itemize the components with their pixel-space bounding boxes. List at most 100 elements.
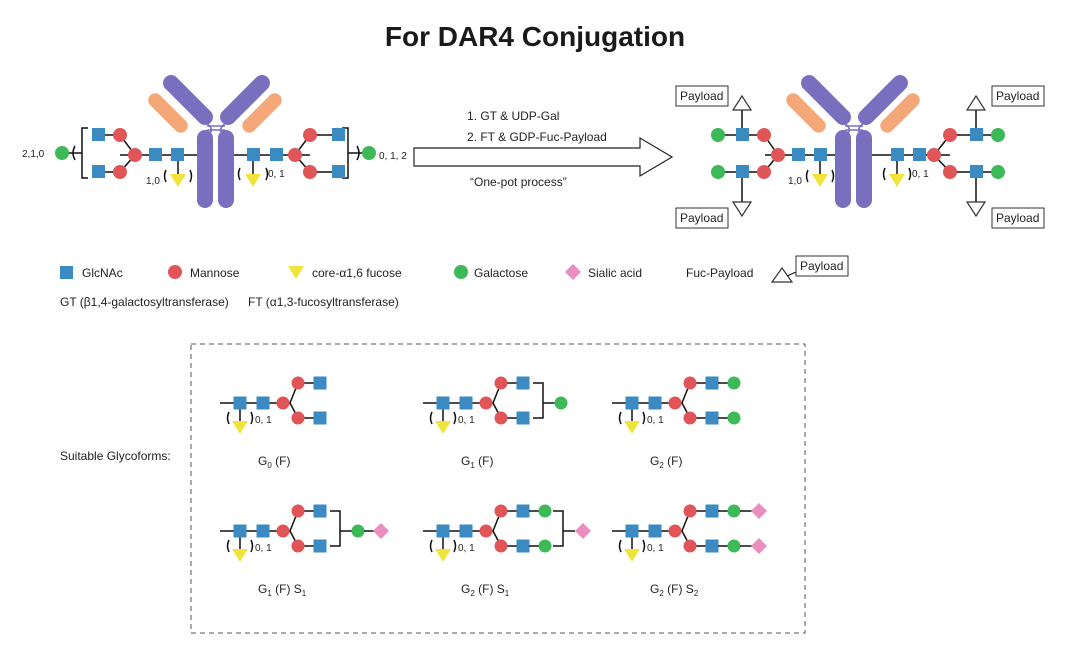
glcnac-icon xyxy=(970,165,983,178)
glycoform-structure: 0, 1G2 (F) S1 xyxy=(423,504,591,598)
glcnac-icon xyxy=(736,128,749,141)
payload-triangle-icon xyxy=(731,201,753,218)
glcnac-icon xyxy=(270,148,283,161)
glycoform-structure: 0, 1G0 (F) xyxy=(220,376,327,470)
galactose-icon xyxy=(538,504,552,518)
mannose-icon xyxy=(683,504,697,518)
glycoform-structure: 0, 1G2 (F) S2 xyxy=(612,503,767,598)
core-fucose-icon xyxy=(232,549,248,562)
glcnac-icon xyxy=(313,504,327,518)
glcnac-icon xyxy=(459,524,473,538)
glcnac-icon xyxy=(436,396,450,410)
payload-label: Payload xyxy=(680,211,723,225)
glycoforms-grid: 0, 1G0 (F)0, 1G1 (F)0, 1G2 (F)0, 1G1 (F)… xyxy=(220,376,767,598)
legend-sialic: Sialic acid xyxy=(588,266,642,280)
core-fucose-icon xyxy=(170,174,186,187)
fucose-count-label: 0, 1 xyxy=(255,543,272,554)
mannose-icon xyxy=(276,524,290,538)
glcnac-icon xyxy=(171,148,184,161)
glcnac-icon xyxy=(233,396,247,410)
glcnac-icon xyxy=(792,148,805,161)
bracket xyxy=(618,539,622,553)
glcnac-icon xyxy=(516,539,530,553)
page-title: For DAR4 Conjugation xyxy=(385,21,685,52)
payload-box xyxy=(675,85,729,107)
legend-glcnac: GlcNAc xyxy=(82,266,123,280)
light-chain-right xyxy=(880,93,920,133)
glcnac-icon xyxy=(705,504,719,518)
reaction-note: “One-pot process” xyxy=(470,175,567,189)
glycoform-structure: 0, 1G2 (F) xyxy=(612,376,741,470)
glcnac-icon xyxy=(736,165,749,178)
glcnac-icon xyxy=(814,148,827,161)
payload-label: Payload xyxy=(680,89,723,103)
glycoform-label: G2 (F) S1 xyxy=(461,582,510,598)
galactose-icon xyxy=(727,376,741,390)
mannose-icon xyxy=(128,148,142,162)
mannose-icon xyxy=(494,411,508,425)
mannose-icon xyxy=(494,539,508,553)
mannose-icon xyxy=(276,396,290,410)
bracket xyxy=(533,382,544,419)
glcnac-icon xyxy=(913,148,926,161)
mannose-icon xyxy=(771,148,785,162)
fc-chain-right xyxy=(218,130,234,208)
core-fucose-icon xyxy=(245,174,261,187)
glycoform-label: G1 (F) xyxy=(461,454,493,470)
fucose-legend-icon xyxy=(288,266,304,279)
left-gal-count: 2,1,0 xyxy=(22,149,45,160)
glcnac-icon xyxy=(516,411,530,425)
sialic-acid-icon xyxy=(751,538,767,554)
bracket xyxy=(250,411,254,425)
mannose-icon xyxy=(291,539,305,553)
glcnac-icon xyxy=(92,128,105,141)
core-fucose-icon xyxy=(889,174,905,187)
galactose-icon xyxy=(991,128,1005,142)
heavy-chain-arm-right xyxy=(858,75,908,125)
bracket xyxy=(453,411,457,425)
light-chain-left xyxy=(148,93,188,133)
bracket xyxy=(618,411,622,425)
glycoform-label: G1 (F) S1 xyxy=(258,582,307,598)
legend-gt: GT (β1,4-galactosyltransferase) xyxy=(60,295,229,309)
glcnac-icon xyxy=(247,148,260,161)
payload-box xyxy=(991,207,1045,229)
mannose-icon xyxy=(683,539,697,553)
mannose-icon xyxy=(668,396,682,410)
mannose-icon xyxy=(479,396,493,410)
legend-fuc-payload: Fuc-Payload xyxy=(686,266,753,280)
light-chain-left xyxy=(786,93,826,133)
fc-chain-right xyxy=(856,130,872,208)
left-fuc-count: 1,0 xyxy=(146,176,160,187)
legend-payload: Payload xyxy=(800,259,843,273)
mannose-icon xyxy=(291,504,305,518)
core-fucose-icon xyxy=(812,174,828,187)
galactose-icon xyxy=(554,396,568,410)
mannose-legend-icon xyxy=(168,265,182,279)
legend-fucose: core-α1,6 fucose xyxy=(312,266,402,280)
glcnac-icon xyxy=(313,539,327,553)
mannose-icon xyxy=(479,524,493,538)
product-antibody xyxy=(786,75,920,208)
light-chain-right xyxy=(242,93,282,133)
glcnac-icon xyxy=(149,148,162,161)
mannose-icon xyxy=(943,128,957,142)
glycoforms-panel xyxy=(190,343,806,634)
mannose-icon xyxy=(683,376,697,390)
payload-triangle-icon xyxy=(965,94,987,111)
reaction-arrow: 1. GT & UDP-Gal 2. FT & GDP-Fuc-Payload … xyxy=(413,109,674,189)
bracket xyxy=(642,539,646,553)
product-right-fuc-count: 0, 1 xyxy=(912,169,929,180)
product-glycan-left: Payload Payload 1,0 xyxy=(675,85,835,229)
core-fucose-icon xyxy=(435,549,451,562)
mannose-icon xyxy=(668,524,682,538)
substrate-glycan-left: 2,1,0 1,0 xyxy=(22,127,197,187)
sialic-acid-icon xyxy=(751,503,767,519)
mannose-icon xyxy=(943,165,957,179)
glcnac-icon xyxy=(891,148,904,161)
glcnac-icon xyxy=(332,128,345,141)
galactose-icon xyxy=(727,539,741,553)
mannose-icon xyxy=(291,411,305,425)
glcnac-icon xyxy=(648,524,662,538)
